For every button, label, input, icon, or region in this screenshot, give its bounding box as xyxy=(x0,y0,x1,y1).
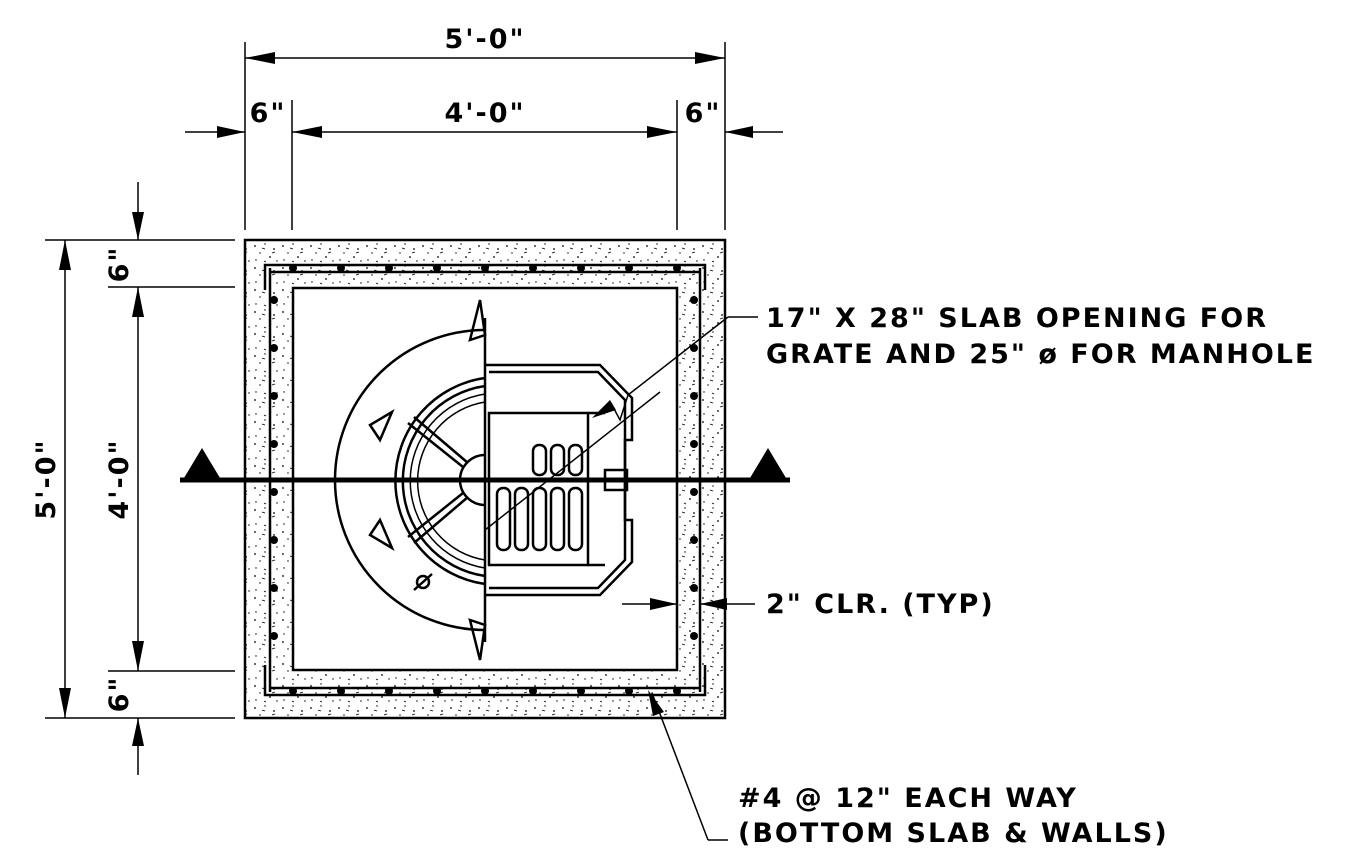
rebar-dot xyxy=(433,687,441,695)
rebar-dot xyxy=(673,264,681,272)
rebar-dot xyxy=(690,440,698,448)
dim-top-right-wall: 6" xyxy=(685,98,722,129)
rebar-dot xyxy=(690,488,698,496)
concrete-walls xyxy=(243,238,727,720)
rebar-dot xyxy=(270,440,278,448)
rebar-dot xyxy=(577,264,585,272)
rebar-dot xyxy=(625,687,633,695)
rebar-dot xyxy=(289,687,297,695)
rebar-dot xyxy=(337,687,345,695)
rebar-dot xyxy=(337,264,345,272)
rebar-dot xyxy=(529,687,537,695)
dim-top-inner: 4'-0" xyxy=(444,98,525,129)
rebar-dot xyxy=(690,296,698,304)
rebar-dot xyxy=(690,392,698,400)
rebar-dot xyxy=(690,536,698,544)
grate-slots xyxy=(495,443,584,552)
note-opening-line2: GRATE AND 25" ø FOR MANHOLE xyxy=(766,339,1315,370)
rebar-dot xyxy=(270,488,278,496)
dim-top-left-wall: 6" xyxy=(250,98,287,129)
rebar-dot xyxy=(690,632,698,640)
left-dimension-lines xyxy=(45,182,235,775)
dim-left-inner: 4'-0" xyxy=(104,438,135,519)
rebar-dot xyxy=(481,264,489,272)
rebar-dot xyxy=(270,344,278,352)
rebar-dot xyxy=(385,687,393,695)
rebar-dot xyxy=(385,264,393,272)
top-dimension-lines xyxy=(185,42,783,230)
rebar-dot xyxy=(289,264,297,272)
rebar-dot xyxy=(270,392,278,400)
note-rebar-line2: (BOTTOM SLAB & WALLS) xyxy=(738,818,1169,849)
rebar-dot xyxy=(625,264,633,272)
dim-left-overall: 5'-0" xyxy=(31,438,62,519)
rebar-dot xyxy=(529,264,537,272)
rebar-dots xyxy=(270,264,698,695)
note-opening-line1: 17" X 28" SLAB OPENING FOR xyxy=(766,303,1268,334)
rebar-dot xyxy=(577,687,585,695)
rebar-dot xyxy=(690,584,698,592)
note-clearance: 2" CLR. (TYP) xyxy=(766,589,995,620)
section-cut-line xyxy=(180,448,790,483)
rebar-dot xyxy=(270,632,278,640)
rebar-dot xyxy=(481,687,489,695)
manhole-frame-and-grate xyxy=(333,299,634,661)
dim-left-top-wall: 6" xyxy=(104,246,135,283)
rebar-dot xyxy=(270,536,278,544)
rebar-dot xyxy=(673,687,681,695)
leader-lines xyxy=(484,316,758,841)
rebar-dot xyxy=(433,264,441,272)
rebar-dot xyxy=(270,584,278,592)
dim-top-overall: 5'-0" xyxy=(444,24,525,55)
dim-left-bottom-wall: 6" xyxy=(104,676,135,713)
rebar-dot xyxy=(270,296,278,304)
note-rebar-line1: #4 @ 12" EACH WAY xyxy=(738,783,1078,814)
